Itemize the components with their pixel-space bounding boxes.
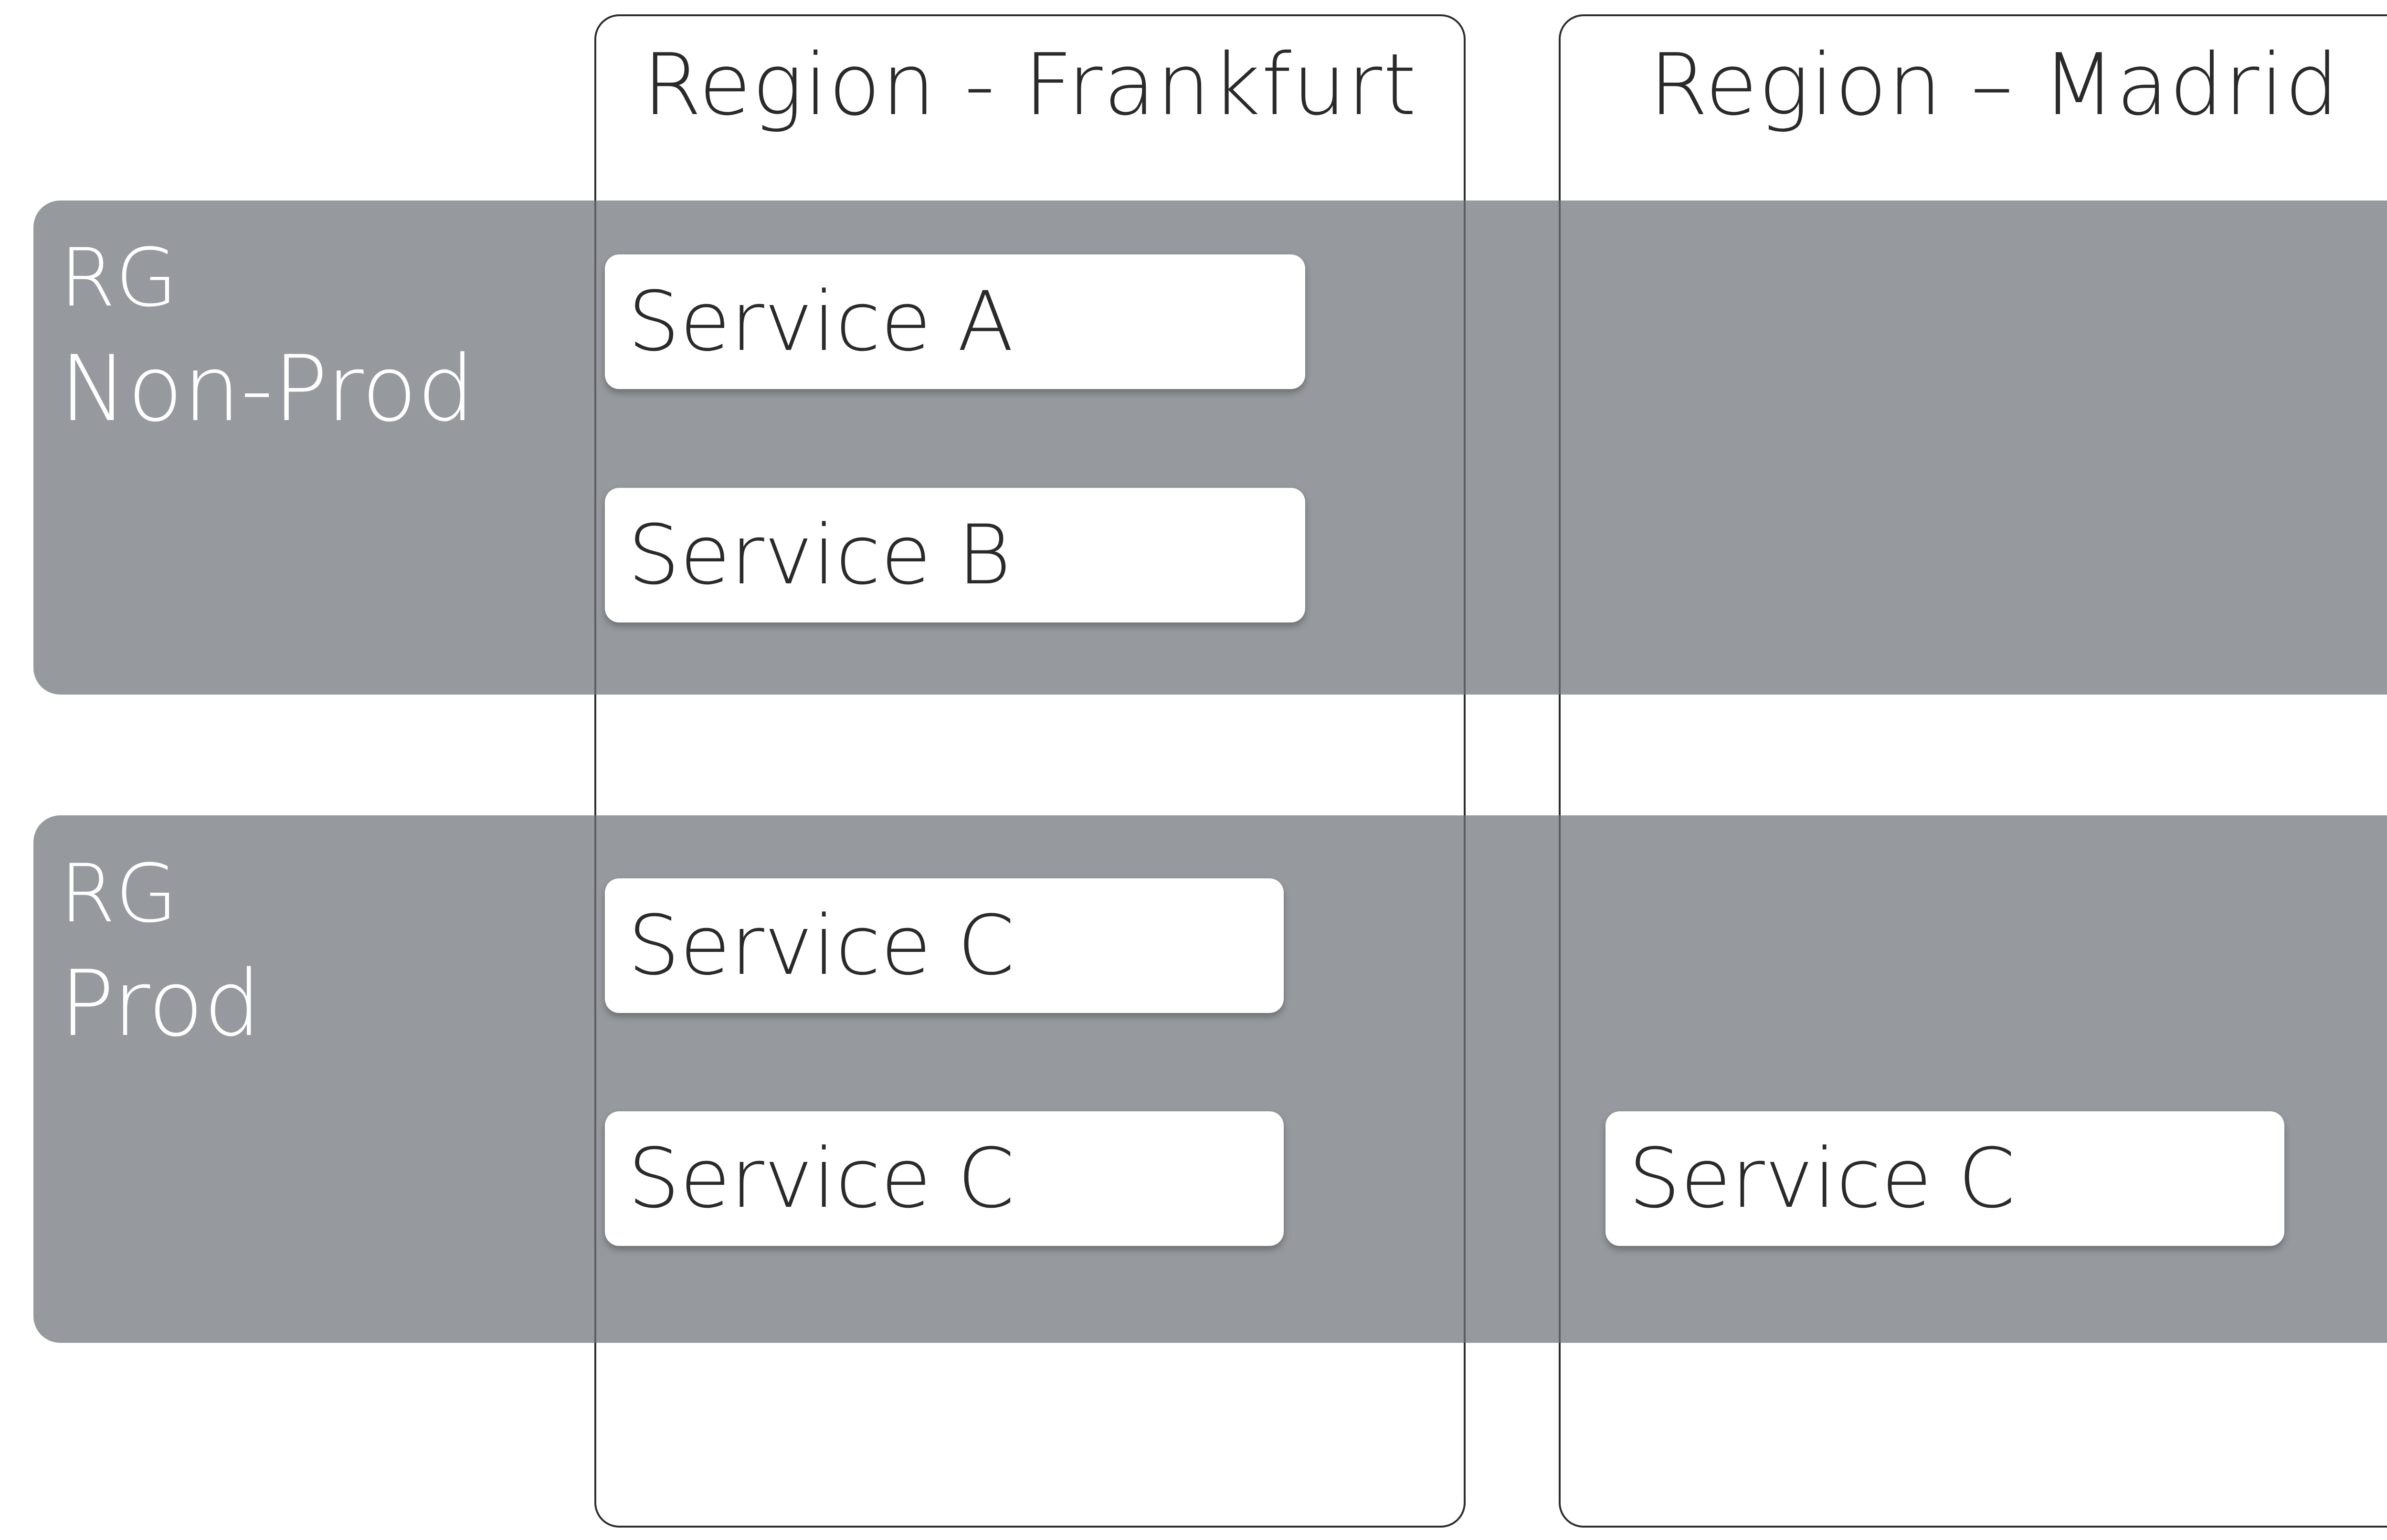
resource-group-prod-name: Prod: [60, 951, 262, 1056]
service-label: Service C: [628, 1130, 1015, 1226]
service-box: Service A: [605, 254, 1305, 389]
service-box: Service C: [1605, 1111, 2284, 1246]
service-label: Service B: [628, 507, 1011, 603]
service-box: Service C: [605, 878, 1284, 1013]
service-box: Service B: [605, 488, 1305, 622]
service-box: Service C: [605, 1111, 1284, 1246]
service-label: Service A: [628, 274, 1014, 369]
resource-group-prod-prefix: RG: [60, 847, 178, 940]
region-madrid-title: Region – Madrid: [1649, 35, 2340, 134]
resource-group-non-prod-name: Non-Prod: [60, 336, 475, 442]
region-frankfurt-title: Region - Frankfurt: [643, 35, 1417, 134]
service-label: Service C: [628, 897, 1015, 993]
resource-group-non-prod-prefix: RG: [60, 231, 178, 325]
service-label: Service C: [1628, 1130, 2016, 1226]
